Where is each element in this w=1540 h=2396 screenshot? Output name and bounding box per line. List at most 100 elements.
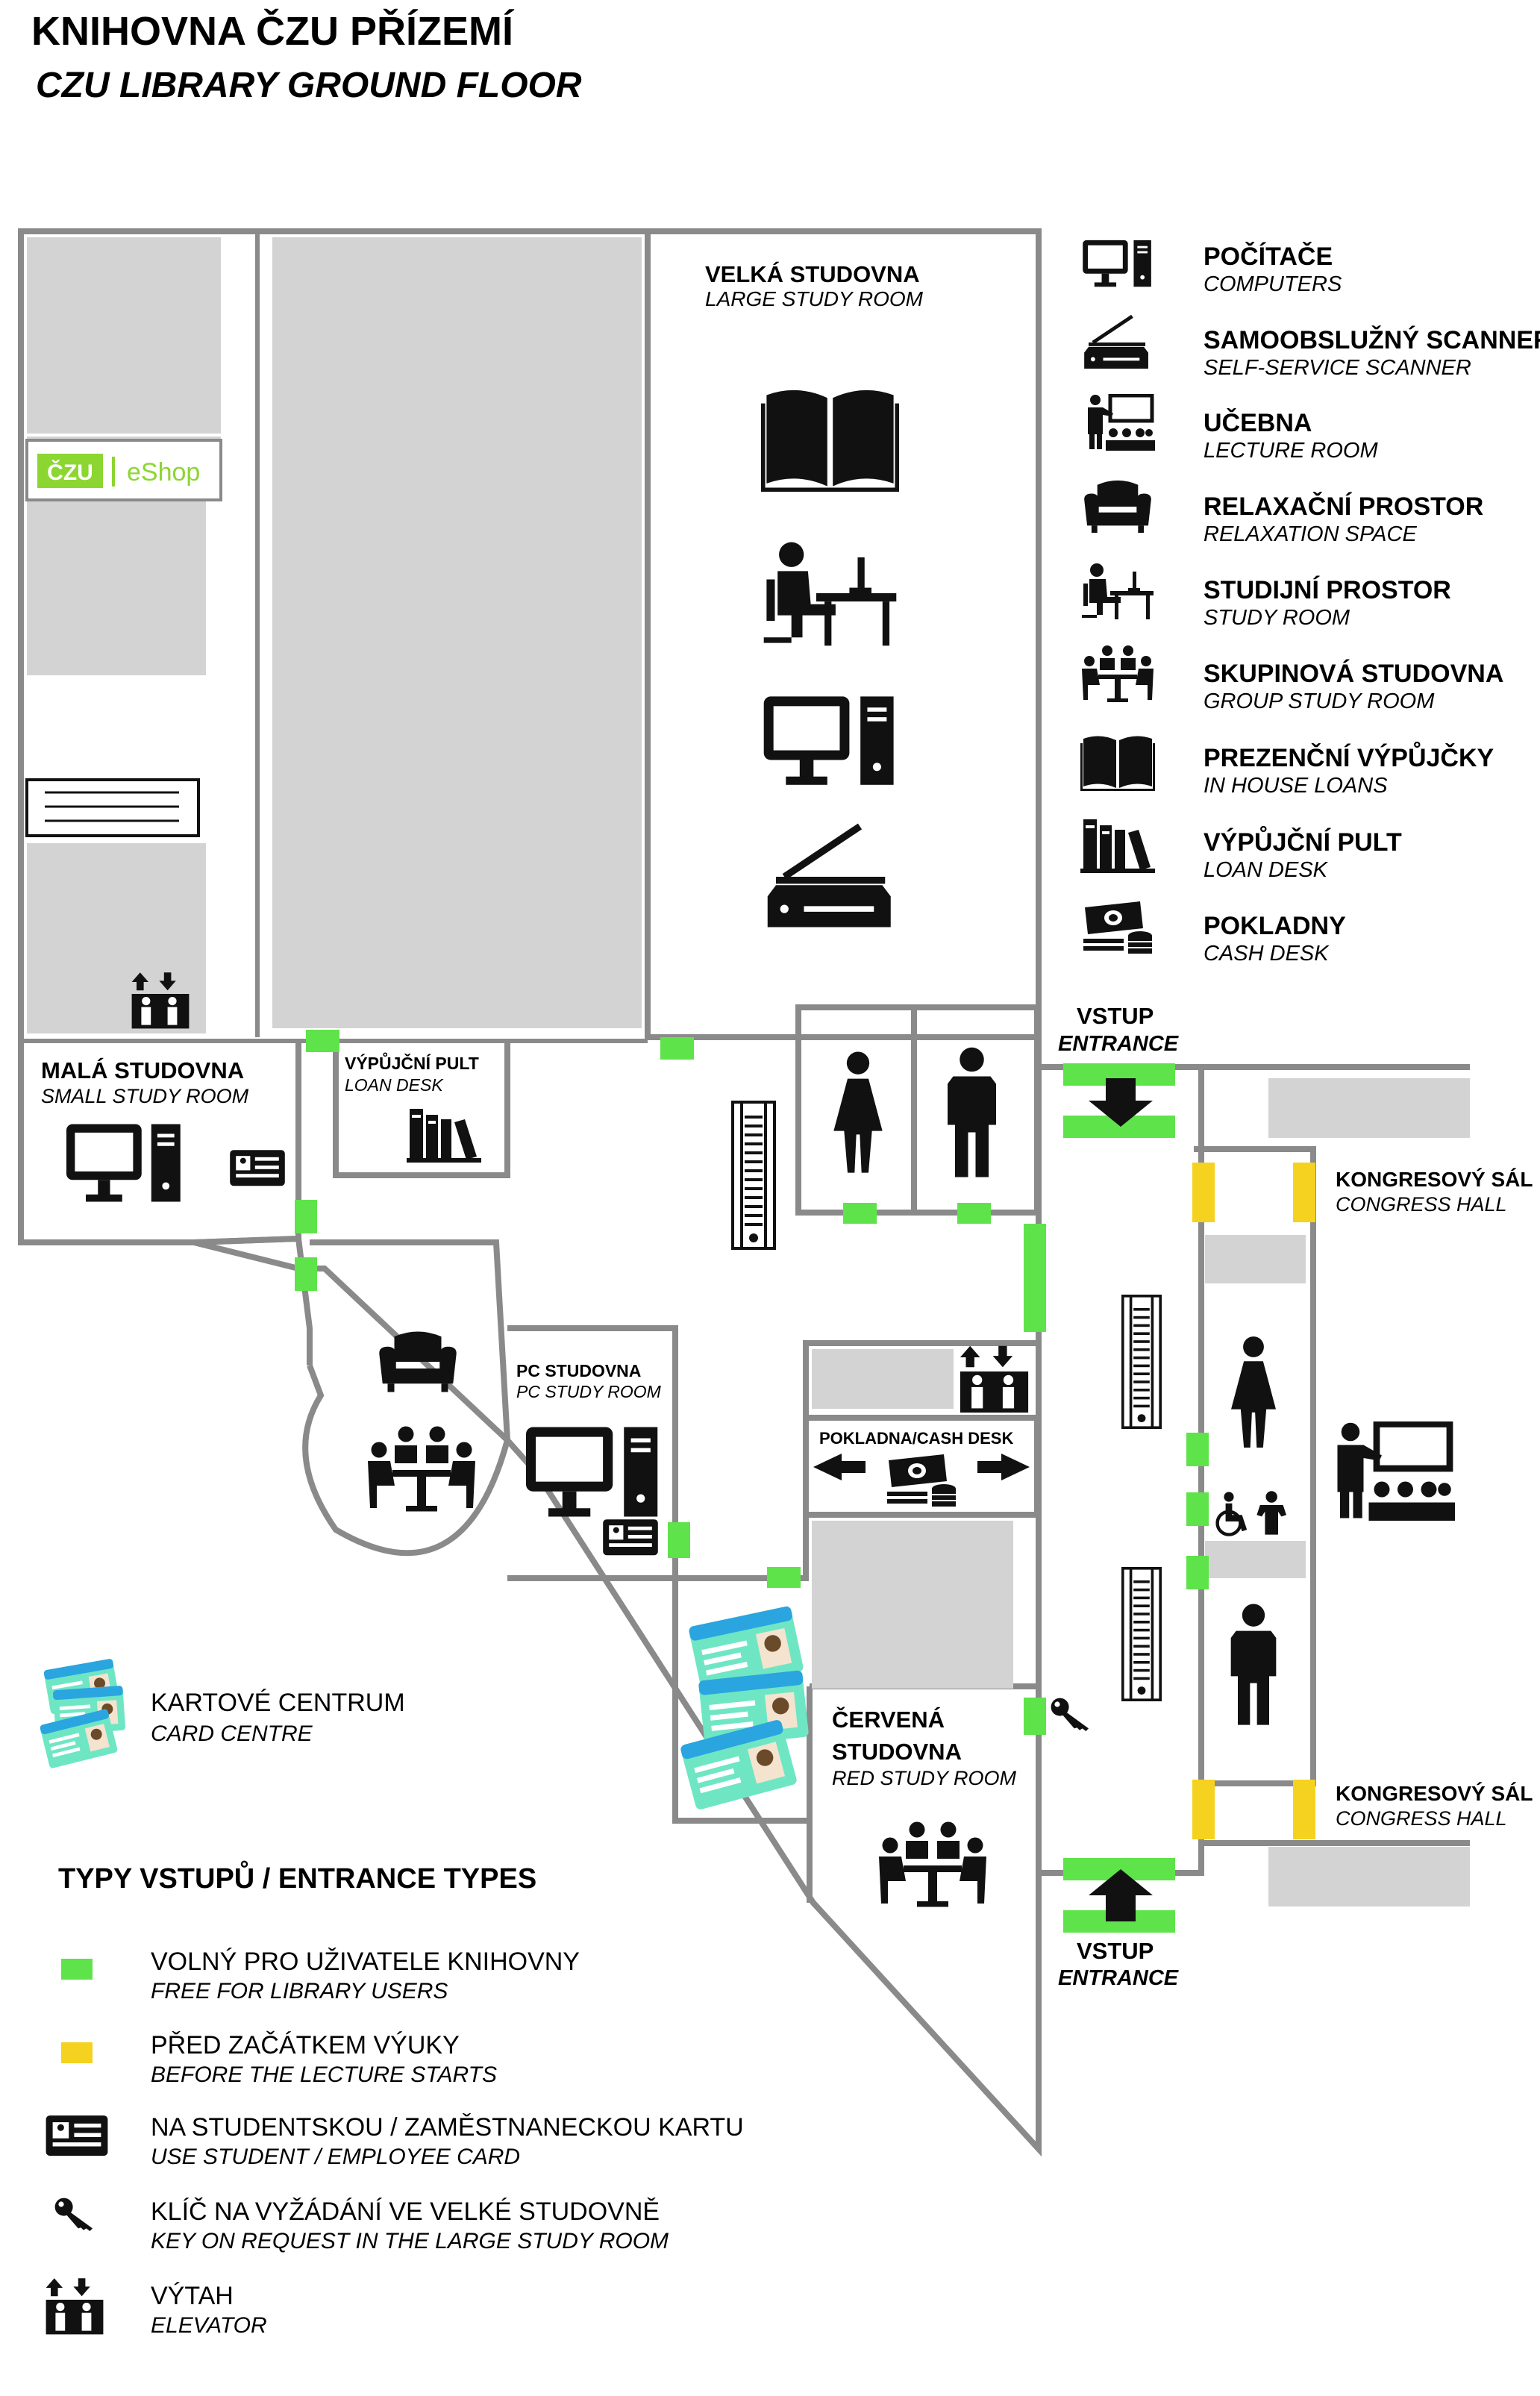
eshop-logo-text: ČZU (47, 460, 93, 485)
legend-label: POČÍTAČE (1203, 242, 1333, 271)
large-study-label: VELKÁ STUDOVNA (705, 261, 920, 287)
legend-label-en: CASH DESK (1203, 942, 1330, 966)
legend-label: STUDIJNÍ PROSTOR (1203, 576, 1451, 604)
group-study-icon (879, 1821, 986, 1907)
legend-label-en: RELAXATION SPACE (1203, 522, 1417, 546)
escalator-icon (1121, 1567, 1162, 1701)
key-icon (1051, 1698, 1089, 1731)
women-toilet-icon (1231, 1336, 1276, 1448)
eshop-banner: ČZU eShop (25, 439, 222, 501)
legend-label: RELAXAČNÍ PROSTOR (1203, 492, 1483, 521)
congress-hall-label-en: CONGRESS HALL (1336, 1193, 1507, 1216)
escalator-icon (1121, 1295, 1162, 1429)
entrance-type-label: NA STUDENTSKOU / ZAMĚSTNANECKOU KARTU (151, 2113, 744, 2142)
card-reader-icon (603, 1519, 658, 1556)
legend-label: SKUPINOVÁ STUDOVNA (1203, 660, 1503, 688)
group-study-icon (1082, 645, 1154, 702)
cash-icon (886, 1453, 957, 1508)
men-toilet-icon (1230, 1604, 1277, 1725)
computer-icon (763, 696, 894, 785)
accessible-toilet-icon (1218, 1491, 1286, 1534)
entrance-type-label-en: ELEVATOR (151, 2313, 267, 2338)
elevator-icon (960, 1345, 1029, 1413)
large-study-label-en: LARGE STUDY ROOM (705, 287, 924, 310)
armchair-icon (1084, 480, 1151, 534)
card-centre-cards (679, 1605, 810, 1811)
floor-plan: ČZU eShop (18, 228, 1470, 2157)
escalator-icon (731, 1101, 776, 1250)
card-reader-icon (46, 2115, 108, 2156)
green-swatch-icon (61, 1959, 93, 1980)
entrance-top-label-en: ENTRANCE (1058, 1032, 1180, 1056)
congress-hall-label: KONGRESOVÝ SÁL (1336, 1782, 1533, 1805)
cash-icon (1083, 901, 1153, 954)
entrance-types-heading: TYPY VSTUPŮ / ENTRANCE TYPES (58, 1859, 536, 1895)
red-study-label-en: RED STUDY ROOM (832, 1767, 1017, 1789)
computer-icon (526, 1427, 658, 1517)
yellow-entrances (1192, 1163, 1315, 1839)
legend-label: POKLADNY (1203, 912, 1346, 940)
legend-label-en: LOAN DESK (1203, 858, 1329, 882)
card-reader-icon (230, 1150, 285, 1186)
women-toilet-icon (833, 1051, 883, 1173)
lecture-room-icon (1338, 1423, 1456, 1521)
entrance-type-label-en: KEY ON REQUEST IN THE LARGE STUDY ROOM (151, 2229, 669, 2253)
entrance-type-label-en: BEFORE THE LECTURE STARTS (151, 2062, 497, 2087)
card-icon (39, 1708, 119, 1769)
entrance-bottom-label-en: ENTRANCE (1058, 1966, 1180, 1990)
congress-hall-label-en: CONGRESS HALL (1336, 1807, 1507, 1830)
legend-label-en: STUDY ROOM (1203, 606, 1350, 630)
entrance-bottom-label: VSTUP (1077, 1938, 1154, 1964)
lecture-room-icon (1088, 395, 1155, 451)
legend-label-en: COMPUTERS (1203, 272, 1342, 296)
cash-desk-label: POKLADNA/CASH DESK (819, 1429, 1013, 1448)
entrance-type-label-en: USE STUDENT / EMPLOYEE CARD (151, 2145, 520, 2169)
eshop-logo-icon (37, 454, 103, 488)
computer-icon (1083, 240, 1151, 287)
red-study-label: ČERVENÁ (832, 1706, 945, 1733)
card-centre-legend: KARTOVÉ CENTRUM CARD CENTRE (39, 1658, 405, 1769)
entrance-type-label: PŘED ZAČÁTKEM VÝUKY (151, 2031, 460, 2059)
legend-label: SAMOOBSLUŽNÝ SCANNER (1203, 326, 1540, 354)
small-study-label: MALÁ STUDOVNA (41, 1057, 244, 1083)
room-labels: VELKÁ STUDOVNA LARGE STUDY ROOM MALÁ STU… (41, 261, 1533, 1990)
entrance-type-label-en: FREE FOR LIBRARY USERS (151, 1979, 448, 2004)
legend-label: VÝPŮJČNÍ PULT (1203, 826, 1402, 857)
entrance-arrow-up-icon (1089, 1869, 1153, 1921)
loan-desk-label: VÝPŮJČNÍ PULT (345, 1051, 479, 1073)
card-centre-label: KARTOVÉ CENTRUM (151, 1689, 405, 1717)
entrance-types-legend: TYPY VSTUPŮ / ENTRANCE TYPES VOLNÝ PRO U… (46, 1859, 744, 2338)
green-entrances (295, 1030, 1209, 1933)
legend-label-en: LECTURE ROOM (1203, 439, 1378, 463)
men-toilet-icon (948, 1047, 996, 1177)
key-icon (54, 2198, 93, 2231)
yellow-swatch-icon (61, 2042, 93, 2063)
study-desk-icon (763, 542, 897, 646)
computer-icon (66, 1124, 181, 1202)
entrance-top-label: VSTUP (1077, 1003, 1154, 1029)
legend-label-en: SELF-SERVICE SCANNER (1203, 356, 1471, 380)
legend-icons: POČÍTAČE COMPUTERS SAMOOBSLUŽNÝ SCANNER … (1080, 240, 1540, 966)
page-subtitle: CZU LIBRARY GROUND FLOOR (36, 66, 582, 105)
legend-label-en: GROUP STUDY ROOM (1203, 689, 1435, 713)
entrance-type-label: VOLNÝ PRO UŽIVATELE KNIHOVNY (151, 1948, 580, 1976)
books-icon (407, 1109, 481, 1163)
group-study-icon (368, 1426, 475, 1512)
scanner-icon (768, 827, 891, 928)
card-centre-label-en: CARD CENTRE (151, 1721, 313, 1746)
entrance-arrow-down-icon (1089, 1078, 1153, 1127)
arrow-right-icon (977, 1454, 1030, 1480)
legend-label: PREZENČNÍ VÝPŮJČKY (1203, 742, 1494, 772)
red-study-label-2: STUDOVNA (832, 1739, 962, 1765)
books-icon (1080, 819, 1155, 873)
scanner-icon (1084, 316, 1148, 369)
open-book-icon (761, 390, 899, 492)
armchair-icon (379, 1331, 457, 1392)
open-book-icon (1080, 736, 1155, 791)
pc-study-label: PC STUDOVNA (516, 1361, 641, 1380)
pc-study-label-en: PC STUDY ROOM (516, 1382, 662, 1401)
small-study-label-en: SMALL STUDY ROOM (41, 1085, 249, 1107)
loan-desk-label-en: LOAN DESK (345, 1075, 444, 1095)
elevator-icon (46, 2278, 104, 2335)
